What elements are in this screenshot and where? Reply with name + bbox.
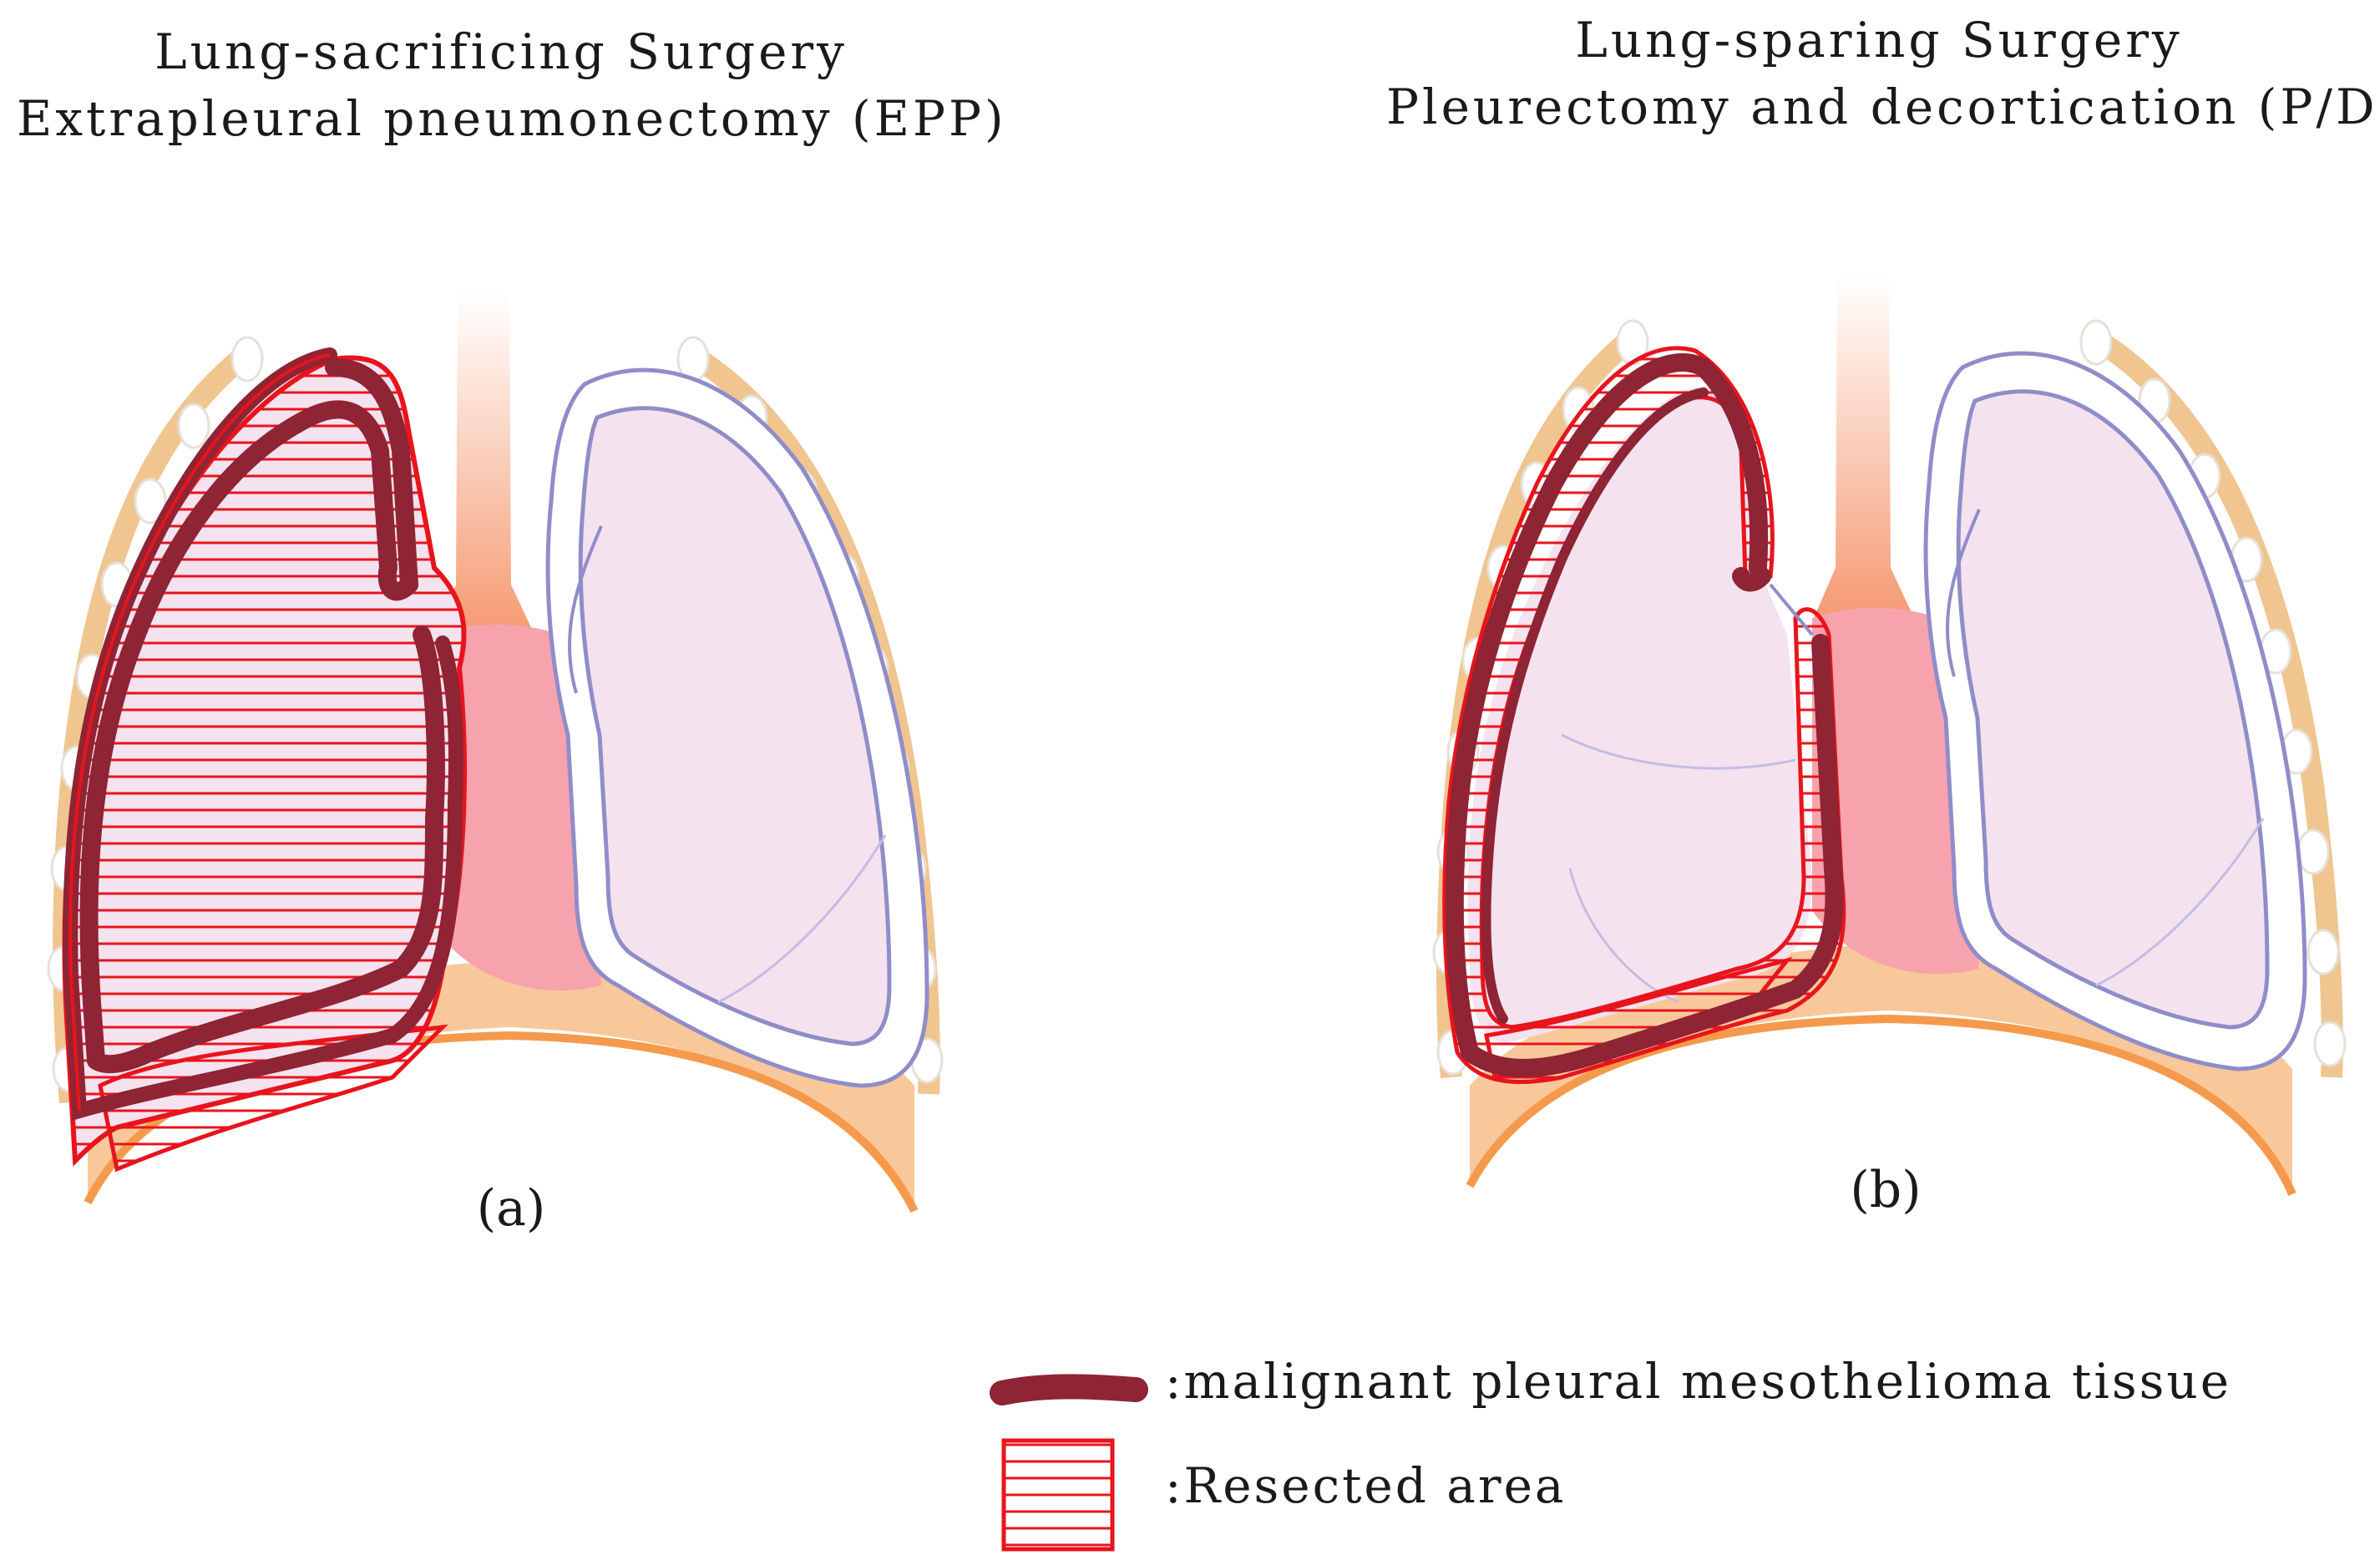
panel-b-title: Lung-sparing Surgery Pleurectomy and dec… [1386, 7, 2380, 140]
legend-tumor-label: :malignant pleural mesothelioma tissue [1165, 1353, 2232, 1410]
panel-b-title-line2: Pleurectomy and decortication (P/D) [1386, 79, 2380, 135]
panel-a-remaining-lung [545, 367, 929, 1088]
panel-a-heart [434, 624, 601, 991]
legend-resected-label: :Resected area [1165, 1457, 1567, 1514]
panel-a-caption: (a) [476, 1179, 546, 1238]
panel-b-heart [1812, 607, 1979, 975]
panel-a-title-line1: Lung-sacrificing Surgery [154, 23, 848, 80]
legend-swatches [990, 1374, 1148, 1552]
panel-a-title-line2: Extrapleural pneumonectomy (EPP) [17, 90, 1007, 147]
panel-b-trachea [1814, 276, 1914, 618]
panel-b-preserved-lung [1442, 346, 1846, 1085]
panel-a-title: Lung-sacrificing Surgery Extrapleural pn… [17, 18, 1007, 152]
panel-a-trachea [434, 292, 534, 635]
resected-hatch-swatch [1001, 1438, 1115, 1552]
panel-b-caption: (b) [1850, 1161, 1922, 1219]
panel-a-resected-region [62, 347, 467, 1173]
panel-b-tumor-tissue [1445, 353, 1844, 1077]
panel-b-right-lung [1923, 351, 2307, 1071]
panel-b-illustration [1432, 276, 2347, 1196]
panel-b-title-line1: Lung-sparing Surgery [1575, 12, 2183, 68]
panel-b-right-ribs [2079, 319, 2347, 1078]
tumor-tissue-swatch [990, 1374, 1148, 1406]
panel-a-illustration [47, 292, 944, 1213]
panel-a-tumor-tissue [79, 358, 445, 1074]
